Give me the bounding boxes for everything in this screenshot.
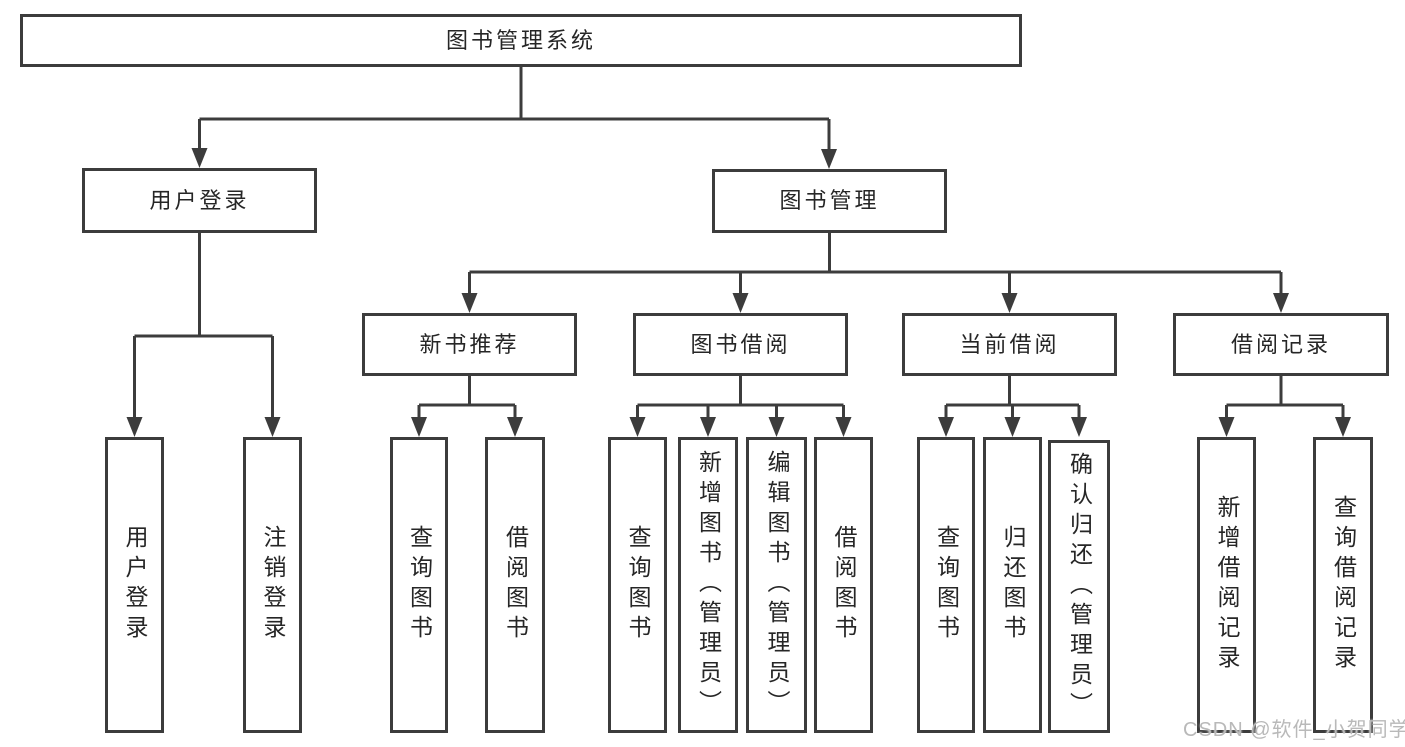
node-book-management: 图书管理 <box>712 169 947 233</box>
arrowhead-icon <box>938 417 954 437</box>
node-root: 图书管理系统 <box>20 14 1022 67</box>
leaf-edit-books-admin: 编辑图书（管理员） <box>746 437 807 733</box>
node-borrow-records: 借阅记录 <box>1173 313 1389 376</box>
arrowhead-icon <box>700 417 716 437</box>
leaf-add-borrow-record: 新增借阅记录 <box>1197 437 1256 733</box>
connector-userlogin-to-leaves <box>126 233 281 437</box>
node-user-login: 用户登录 <box>82 168 317 233</box>
arrowhead-icon <box>1273 293 1289 313</box>
connector-borrowing-to-leaves <box>629 376 852 437</box>
leaf-query-borrow-record: 查询借阅记录 <box>1313 437 1373 733</box>
leaf-borrow-books-recommend: 借阅图书 <box>485 437 545 733</box>
arrowhead-icon <box>411 417 427 437</box>
arrowhead-icon <box>507 417 523 437</box>
leaf-confirm-return-admin: 确认归还（管理员） <box>1048 440 1110 733</box>
arrowhead-icon <box>768 417 785 437</box>
arrowhead-icon <box>1335 417 1351 437</box>
node-book-borrowing: 图书借阅 <box>633 313 848 376</box>
arrowhead-icon <box>1218 417 1235 437</box>
connector-bookmgmt-to-level3 <box>461 233 1289 313</box>
leaf-logout-login: 注销登录 <box>243 437 302 733</box>
leaf-query-books-recommend: 查询图书 <box>390 437 448 733</box>
leaf-add-books-admin: 新增图书（管理员） <box>678 437 738 733</box>
arrowhead-icon <box>1071 417 1087 437</box>
arrowhead-icon <box>629 417 646 437</box>
leaf-borrow-books: 借阅图书 <box>814 437 873 733</box>
arrowhead-icon <box>1004 417 1021 437</box>
node-current-borrow: 当前借阅 <box>902 313 1117 376</box>
connector-recommend-to-leaves <box>411 376 523 437</box>
leaf-query-books-current: 查询图书 <box>917 437 975 733</box>
watermark: CSDN @软件_小贺同学 <box>1183 719 1405 741</box>
connector-current-to-leaves <box>938 376 1087 437</box>
connector-root-to-level2 <box>191 67 837 169</box>
arrowhead-icon <box>835 417 852 437</box>
arrowhead-icon <box>821 149 837 169</box>
arrowhead-icon <box>126 417 143 437</box>
arrowhead-icon <box>191 148 208 168</box>
arrowhead-icon <box>461 293 478 313</box>
node-new-book-recommend: 新书推荐 <box>362 313 577 376</box>
leaf-query-books-borrow: 查询图书 <box>608 437 667 733</box>
arrowhead-icon <box>1001 293 1018 313</box>
connector-records-to-leaves <box>1218 376 1351 437</box>
leaf-return-books: 归还图书 <box>983 437 1042 733</box>
arrowhead-icon <box>264 417 281 437</box>
arrowhead-icon <box>732 293 749 313</box>
leaf-user-login: 用户登录 <box>105 437 164 733</box>
